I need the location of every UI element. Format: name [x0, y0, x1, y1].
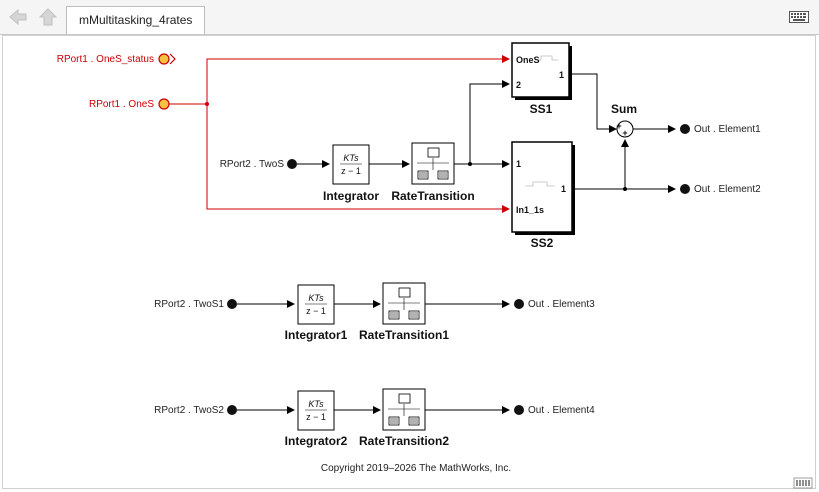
keyboard-icon[interactable]	[789, 11, 809, 23]
rate-transition-block[interactable]	[411, 142, 455, 185]
ss1-port-out1: 1	[559, 70, 564, 80]
integrator1-num: KTs	[308, 293, 324, 303]
signal-to-ss1-in2[interactable]	[469, 80, 510, 164]
tab-model[interactable]: mMultitasking_4rates	[66, 6, 206, 34]
sum-plus-1: +	[616, 121, 621, 131]
inport-oneS[interactable]	[158, 98, 170, 110]
inport-twoS[interactable]	[287, 159, 297, 169]
integrator2-label: Integrator2	[285, 434, 348, 448]
ss2-port-in1: 1	[516, 159, 521, 169]
inport-twoS1[interactable]	[227, 299, 237, 309]
integrator-block[interactable]: KTs z − 1	[332, 144, 370, 185]
resize-grip-icon[interactable]	[793, 477, 813, 489]
sum-block[interactable]: + +	[616, 120, 634, 138]
outport-label-el2: Out . Element2	[694, 184, 761, 195]
sum-plus-2: +	[622, 128, 627, 138]
rate-transition1-block[interactable]	[382, 282, 426, 325]
rate-transition-label: RateTransition	[391, 189, 474, 203]
inport-label-twoS: RPort2 . TwoS	[220, 159, 285, 170]
inport-label-twoS2: RPort2 . TwoS2	[154, 405, 224, 416]
integrator1-den: z − 1	[306, 306, 326, 316]
ss2-block[interactable]: 1 In1_1s 1	[511, 141, 575, 235]
integrator2-den: z − 1	[306, 412, 326, 422]
outport-label-el4: Out . Element4	[528, 405, 595, 416]
ss1-port-in2: 2	[516, 80, 521, 90]
signal-to-ss1[interactable]	[206, 55, 510, 104]
copyright-text: Copyright 2019–2026 The MathWorks, Inc.	[321, 463, 511, 474]
signal-ss1-out[interactable]	[572, 73, 617, 133]
ss2-label: SS2	[531, 236, 554, 250]
integrator-label: Integrator	[323, 189, 379, 203]
integrator2-num: KTs	[308, 399, 324, 409]
integrator-num: KTs	[343, 153, 359, 163]
integrator1-label: Integrator1	[285, 328, 348, 342]
rate-transition2-block[interactable]	[382, 388, 426, 431]
rate-transition2-label: RateTransition2	[359, 434, 449, 448]
inport-label-oneS: RPort1 . OneS	[89, 99, 154, 110]
inport-oneS-status[interactable]	[158, 53, 176, 65]
rate-transition1-label: RateTransition1	[359, 328, 449, 342]
model-canvas[interactable]	[2, 35, 816, 489]
outport-label-el1: Out . Element1	[694, 124, 761, 135]
integrator1-block[interactable]: KTs z − 1	[297, 284, 335, 325]
up-arrow-icon[interactable]	[38, 8, 58, 26]
integrator2-block[interactable]: KTs z − 1	[297, 390, 335, 431]
async-inports: RPort1 . OneS_status RPort1 . OneS	[57, 53, 510, 213]
outport-el1[interactable]	[680, 124, 690, 134]
inport-label-oneS-status: RPort1 . OneS_status	[57, 54, 154, 65]
ss1-block[interactable]: OneS 2 1	[511, 42, 572, 100]
ss1-label: SS1	[530, 102, 553, 116]
outport-label-el3: Out . Element3	[528, 299, 595, 310]
ss2-port-in1-1s: In1_1s	[516, 205, 544, 215]
back-arrow-icon[interactable]	[8, 8, 28, 26]
inport-twoS2[interactable]	[227, 405, 237, 415]
ss2-port-out1: 1	[561, 184, 566, 194]
outport-el4[interactable]	[514, 405, 524, 415]
sum-label: Sum	[611, 102, 637, 116]
outport-el2[interactable]	[680, 184, 690, 194]
toolbar: mMultitasking_4rates	[0, 0, 819, 35]
integrator-den: z − 1	[341, 166, 361, 176]
inport-label-twoS1: RPort2 . TwoS1	[154, 299, 224, 310]
ss1-port-oneS: OneS	[516, 55, 540, 65]
outport-el3[interactable]	[514, 299, 524, 309]
signal-to-ss2[interactable]	[206, 104, 510, 213]
